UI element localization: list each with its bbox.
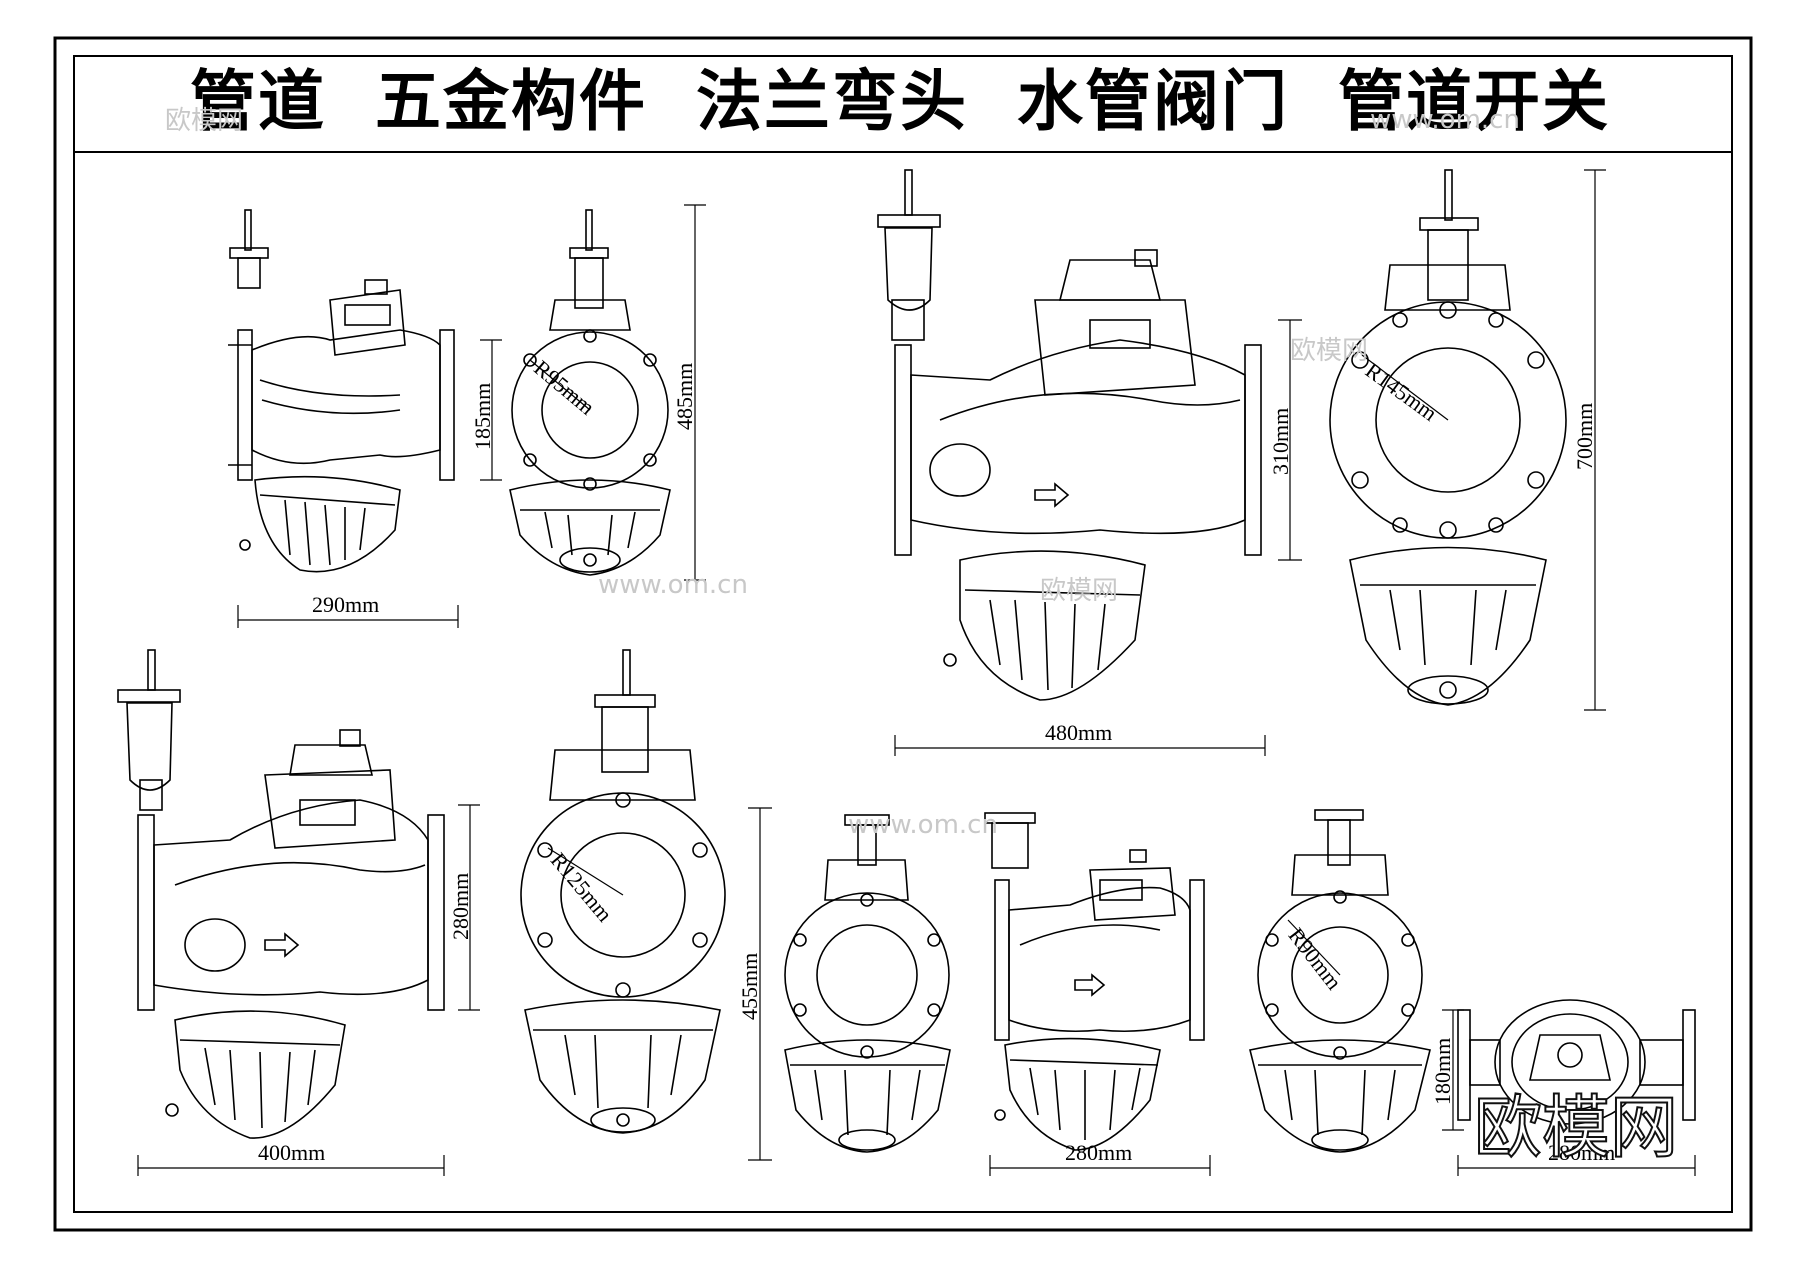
valve-top-view-6 [1457, 999, 1696, 1125]
dimension-label: 700mm [1572, 402, 1597, 470]
dimension-label: 280mm [448, 872, 473, 940]
dimension-label: 455mm [737, 952, 762, 1020]
valve-front-view-4 [784, 814, 951, 1153]
watermark-url: www.om.cn [598, 570, 748, 600]
dimension-label: 280mm [1065, 1140, 1133, 1165]
dimension-label: 485mm [672, 362, 697, 430]
inner-frame [73, 55, 1733, 1213]
watermark-brand: 欧模网 [165, 106, 244, 136]
valve-front-view-2 [1329, 169, 1567, 706]
watermark-brand: 欧模网 [1040, 576, 1119, 606]
dimension-label: 180mm [1430, 1037, 1455, 1105]
watermark-url: www.om.cn [1370, 105, 1520, 135]
watermark-url: www.om.cn [848, 810, 998, 840]
dimension-label: 185mm [470, 382, 495, 450]
dimension-label: 280mm [1548, 1140, 1616, 1165]
valve-side-view-5 [984, 812, 1205, 1151]
dimension-lines [137, 169, 1696, 1176]
watermark-logo: 欧模网 [1473, 1088, 1679, 1169]
valve-front-view-5 [1249, 809, 1431, 1153]
valve-side-view-1 [228, 209, 455, 573]
dimension-label: 290mm [312, 592, 380, 617]
valve-side-view-3 [117, 649, 445, 1139]
valve-side-view-2 [877, 169, 1262, 701]
valve-front-view-1 [509, 209, 671, 576]
dimension-label: 310mm [1268, 407, 1293, 475]
watermark-brand: 欧模网 [1290, 336, 1369, 366]
dimension-label: 480mm [1045, 720, 1113, 745]
outer-frame [53, 36, 1753, 1232]
page-title: 管道 五金构件 法兰弯头 水管阀门 管道开关 [190, 63, 1610, 140]
dimension-label: 400mm [258, 1140, 326, 1165]
valve-front-view-3 [520, 649, 726, 1134]
